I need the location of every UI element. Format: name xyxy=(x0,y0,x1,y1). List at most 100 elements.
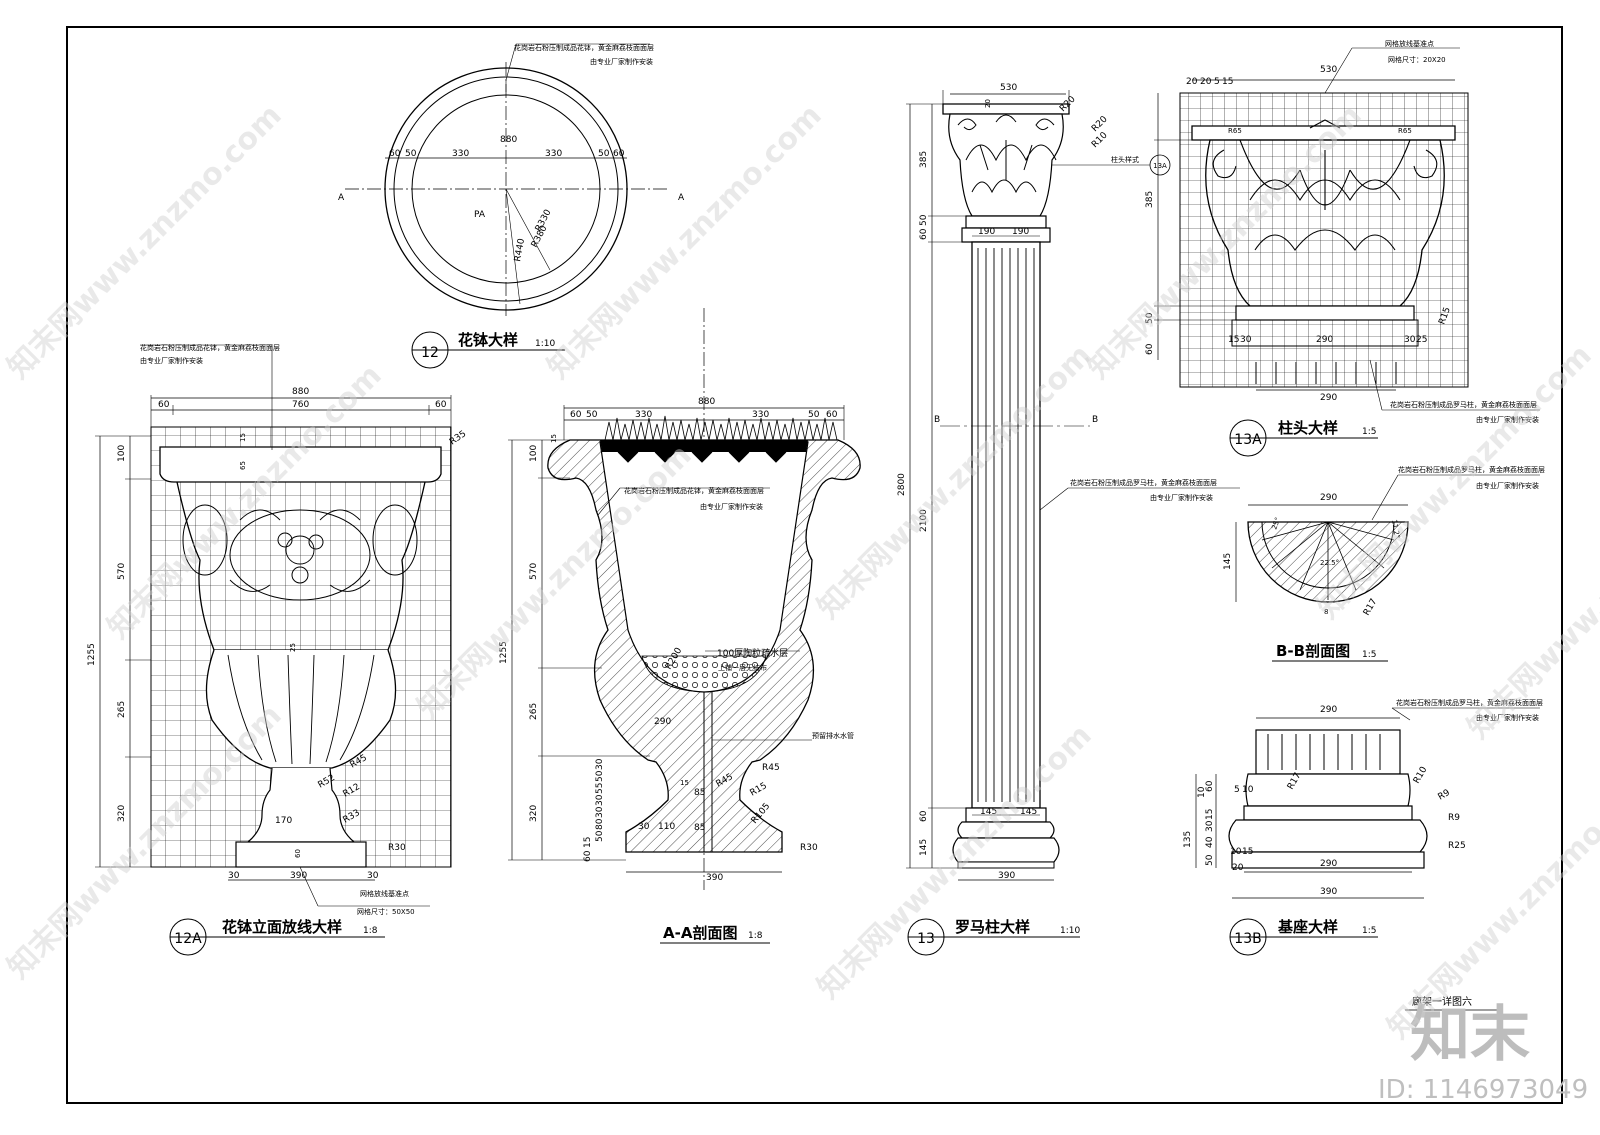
radius-label: R65 xyxy=(1228,127,1242,135)
radius-leader xyxy=(505,188,551,271)
callout-text: 由专业厂家制作安装 xyxy=(1476,415,1539,424)
column-shaft xyxy=(971,241,1041,809)
roman-column-view: 530 R20 R20 R10 20 柱头样式 13A 385 60 50 28… xyxy=(897,83,1240,956)
dimension-label: 570 xyxy=(529,563,539,580)
section-marker: A xyxy=(678,193,685,203)
detail-title: B-B剖面图 xyxy=(1276,642,1350,660)
dimension-label: 60 xyxy=(919,810,929,822)
radius-label: R440 xyxy=(513,237,527,262)
dimension-label: 5 xyxy=(1214,77,1220,87)
radius-label: R380 xyxy=(530,224,550,250)
drainage-layer xyxy=(641,655,767,693)
sheet-frame xyxy=(66,26,1563,1104)
dimension-label: 10 xyxy=(1230,847,1242,857)
plan-label: PA xyxy=(474,210,486,220)
dimension-label: 30 xyxy=(1205,820,1215,832)
dimension-label: 320 xyxy=(117,805,127,822)
detail-number: 12A xyxy=(174,931,202,947)
callout-text: 花岗岩石粉压制成品花钵，黄金麻荔枝面面层 xyxy=(514,43,654,52)
callout-text: 由专业厂家制作安装 xyxy=(1476,713,1539,722)
dimension-label: 100 xyxy=(117,445,127,462)
base-plinth xyxy=(1231,851,1425,869)
dimension-label: 145 xyxy=(1020,807,1037,817)
dimension-label: 50 xyxy=(598,149,610,159)
callout-text: 由专业厂家制作安装 xyxy=(1150,493,1213,502)
radius-label: R45 xyxy=(762,763,780,773)
dimension-label: 50 xyxy=(808,410,820,420)
dimension-label: 15 xyxy=(239,433,247,442)
base-detail-view: 花岗岩石粉压制成品罗马柱，黄金麻荔枝面面层 由专业厂家制作安装 290 R17 … xyxy=(1183,698,1543,956)
dimension-label: 880 xyxy=(500,135,517,145)
callout-text: 由专业厂家制作安装 xyxy=(1476,481,1539,490)
detail-title: 花钵立面放线大样 xyxy=(222,918,342,936)
column-flutes xyxy=(977,248,1035,802)
callout-text: 花岗岩石粉压制成品罗马柱，黄金麻荔枝面面层 xyxy=(1398,465,1545,474)
annotation: 100厚陶粒疏水层 xyxy=(717,647,788,659)
angle-label: 11.2° xyxy=(1390,519,1401,539)
column-abacus xyxy=(942,103,1070,115)
dimension-label: 15 xyxy=(1222,77,1233,87)
radius-label: R9 xyxy=(1437,788,1453,803)
grid-note: 网格尺寸：20X20 xyxy=(1388,55,1446,64)
dimension-label: 15 xyxy=(1205,809,1215,820)
dimension-label: 385 xyxy=(1145,191,1155,208)
dimension-label: 135 xyxy=(1183,831,1193,848)
dimension-label: 390 xyxy=(290,871,307,881)
base-torus xyxy=(1228,819,1428,853)
dimension-label: 145 xyxy=(980,807,997,817)
callout-text: 花岗岩石粉压制成品罗马柱，黄金麻荔枝面面层 xyxy=(1390,400,1537,409)
radius-label: R9 xyxy=(1448,813,1460,823)
column-bottom-flutes xyxy=(1255,729,1401,775)
dimension-label: 290 xyxy=(1320,493,1337,503)
dimension-label: 25 xyxy=(289,643,297,652)
vase-elevation-view: 花岗岩石粉压制成品花钵，黄金麻荔枝面面层 由专业厂家制作安装 880 60 76… xyxy=(87,343,468,956)
dimension-label: 20 xyxy=(1232,863,1244,873)
dimension-label: 60 xyxy=(389,149,401,159)
dimension-label: 190 xyxy=(978,227,995,237)
soil-surface xyxy=(600,440,808,452)
dimension-label: 330 xyxy=(452,149,469,159)
dimension-label: 10 xyxy=(1197,786,1207,798)
dimension-label: 100 xyxy=(529,445,539,462)
dimension-label: 60 xyxy=(435,400,447,410)
detail-title: A-A剖面图 xyxy=(663,924,737,942)
detail-reference: 13A xyxy=(1153,162,1167,170)
dimension-label: 8 xyxy=(1324,608,1328,616)
dimension-label: 15 xyxy=(550,434,558,443)
layout-grid xyxy=(1179,92,1469,388)
dimension-label: 880 xyxy=(698,397,715,407)
dimension-label: 15 xyxy=(583,837,593,848)
detail-number: 13B xyxy=(1234,931,1261,947)
dimension-label: 60 xyxy=(1145,343,1155,355)
dimension-label: 880 xyxy=(292,387,309,397)
dimension-label: 30 xyxy=(595,758,605,770)
radius-label: R30 xyxy=(800,843,818,853)
dimension-label: 85 xyxy=(694,788,705,798)
dimension-label: 40 xyxy=(1205,836,1215,848)
dimension-label: 30 xyxy=(595,794,605,806)
dimension-label: 530 xyxy=(1320,65,1337,75)
vase-section-view: 880 60 50 330 330 50 60 15 花岗岩石粉压制成品花钵，黄… xyxy=(499,308,861,944)
dimension-label: 25 xyxy=(1416,335,1427,345)
dimension-label: 145 xyxy=(919,839,929,856)
radius-label: R15 xyxy=(749,781,769,799)
callout-text: 由专业厂家制作安装 xyxy=(700,502,763,511)
dimension-label: 20 xyxy=(1200,77,1212,87)
vase-foot xyxy=(235,841,367,868)
radius-label: R10 xyxy=(1090,130,1110,150)
dimension-label: 30 xyxy=(1240,335,1252,345)
detail-number: 13A xyxy=(1234,432,1262,448)
dimension-label: 60 xyxy=(570,410,582,420)
dimension-label: 330 xyxy=(752,410,769,420)
dimension-label: 390 xyxy=(998,871,1015,881)
dimension-label: 330 xyxy=(545,149,562,159)
dimension-label: 2800 xyxy=(897,473,907,496)
dimension-label: 65 xyxy=(239,461,247,470)
dimension-label: 1255 xyxy=(87,643,97,666)
dimension-label: 145 xyxy=(1223,553,1233,570)
section-marker: A xyxy=(338,193,345,203)
detail-number: 13 xyxy=(917,931,935,947)
radius-label: R20 xyxy=(1090,114,1110,134)
detail-title: 花钵大样 xyxy=(458,331,518,349)
